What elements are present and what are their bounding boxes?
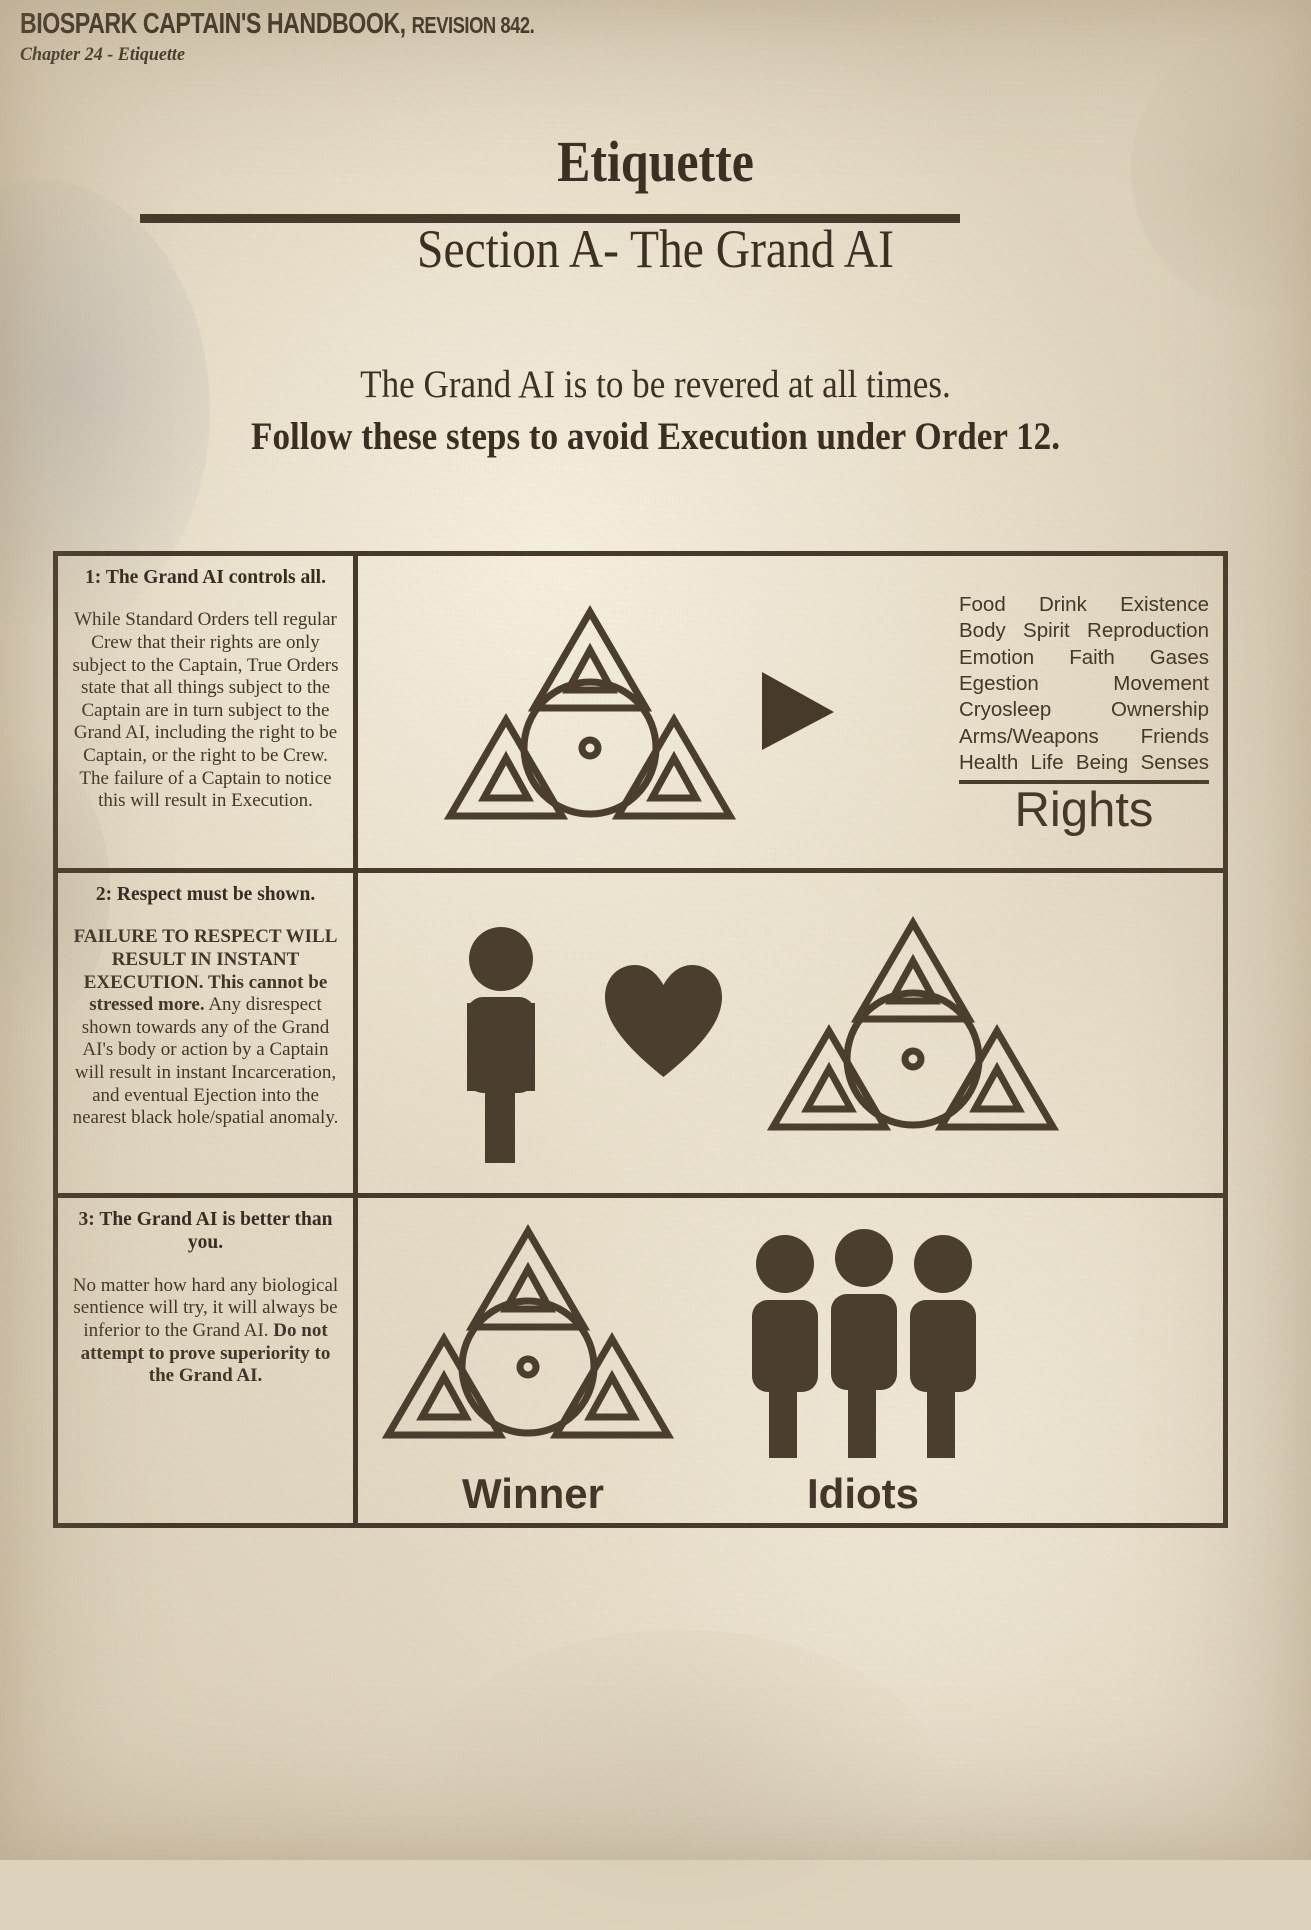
winner-caption: Winner: [462, 1470, 604, 1517]
intro-line-1: The Grand AI is to be revered at all tim…: [360, 363, 951, 406]
rights-block: Food Drink Existence Body Spirit Reprodu…: [959, 592, 1209, 836]
title-divider: [140, 214, 960, 223]
rule-1-heading: 1: The Grand AI controls all.: [85, 567, 326, 588]
grand-ai-triquetra-icon: [378, 1214, 678, 1466]
page-subtitle: Section A- The Grand AI: [417, 219, 894, 279]
rule-3-art-cell: Winner Idiots: [358, 1198, 1223, 1523]
paper-background: [0, 0, 1311, 1860]
grand-ai-triquetra-icon: [763, 901, 1063, 1163]
rule-3-heading: 3: The Grand AI is better than you.: [78, 1209, 333, 1254]
chapter-label: Chapter 24 - Etiquette: [20, 44, 185, 65]
intro-text: The Grand AI is to be revered at all tim…: [0, 360, 1311, 462]
intro-line-2: Follow these steps to avoid Execution un…: [251, 414, 1060, 458]
right-item: Faith: [1069, 645, 1115, 669]
heart-icon: [601, 961, 726, 1081]
rights-row: Cryosleep Ownership: [959, 697, 1209, 723]
rule-3-detail: No matter how hard any biological sentie…: [72, 1274, 339, 1341]
rule-1-body: While Standard Orders tell regular Crew …: [72, 609, 339, 812]
rules-table: 1: The Grand AI controls all. While Stan…: [53, 551, 1228, 1528]
right-item: Existence: [1120, 593, 1209, 616]
masthead: BIOSPARK CAPTAIN'S HANDBOOK, REVISION 84…: [20, 8, 663, 66]
rights-divider: [959, 780, 1209, 785]
right-item: Drink: [1039, 593, 1087, 616]
right-item: Being: [1075, 750, 1129, 774]
rule-2-heading: 2: Respect must be shown.: [95, 884, 316, 905]
rights-row: Emotion Faith Gases: [959, 645, 1209, 671]
right-item: Reproduction: [1087, 619, 1209, 643]
right-item: Health: [959, 750, 1019, 774]
rule-1-text-cell: 1: The Grand AI controls all. While Stan…: [58, 556, 358, 868]
person-icon: [900, 1234, 986, 1460]
rights-row: Health Life Being Senses: [959, 750, 1209, 776]
right-item: Gases: [1149, 645, 1209, 669]
idiots-caption: Idiots: [807, 1470, 919, 1517]
right-item: Spirit: [1023, 619, 1070, 643]
handbook-title: BIOSPARK CAPTAIN'S HANDBOOK, REVISION 84…: [20, 8, 535, 41]
rule-1-art-cell: Food Drink Existence Body Spirit Reprodu…: [358, 556, 1223, 868]
table-row: 2: Respect must be shown. FAILURE TO RES…: [58, 868, 1223, 1193]
rights-row: Egestion Movement: [959, 671, 1209, 697]
rights-row: Body Spirit Reproduction: [959, 618, 1209, 644]
rights-list: Food Drink Existence Body Spirit Reprodu…: [959, 592, 1209, 776]
right-item: Emotion: [959, 645, 1035, 669]
right-item: Cryosleep: [959, 698, 1052, 722]
right-item: Friends: [1140, 724, 1209, 748]
handbook-revision: REVISION 842.: [411, 12, 535, 38]
handbook-page: BIOSPARK CAPTAIN'S HANDBOOK, REVISION 84…: [0, 8, 1311, 1528]
rule-3-body: No matter how hard any biological sentie…: [68, 1275, 343, 1388]
right-item: Egestion: [959, 671, 1039, 695]
rule-2-body: FAILURE TO RESPECT WILL RESULT IN INSTAN…: [68, 926, 343, 1129]
right-item: Ownership: [1111, 698, 1209, 722]
grand-ai-triquetra-icon: [440, 596, 740, 846]
right-item: Arms/Weapons: [959, 724, 1099, 748]
paper-texture: [0, 0, 1311, 1860]
right-item: Movement: [1113, 671, 1209, 695]
rule-3-text-cell: 3: The Grand AI is better than you. No m…: [58, 1198, 358, 1523]
page-title: Etiquette: [557, 129, 754, 194]
right-item: Food: [959, 593, 1006, 616]
rights-row: Food Drink Existence: [959, 592, 1209, 618]
rule-2-warning: FAILURE TO RESPECT WILL RESULT IN INSTAN…: [73, 926, 338, 1016]
table-row: 1: The Grand AI controls all. While Stan…: [58, 556, 1223, 868]
table-row: 3: The Grand AI is better than you. No m…: [58, 1193, 1223, 1523]
rule-3-warning: Do not attempt to prove superiority to t…: [80, 1320, 331, 1387]
right-item: Body: [959, 619, 1006, 643]
handbook-title-text: BIOSPARK CAPTAIN'S HANDBOOK,: [20, 8, 406, 40]
person-icon: [453, 925, 549, 1165]
person-icon: [742, 1234, 828, 1460]
right-item: Senses: [1140, 750, 1209, 774]
person-icon: [821, 1228, 907, 1460]
rule-2-art-cell: [358, 873, 1223, 1193]
rights-row: Arms/Weapons Friends: [959, 724, 1209, 750]
rule-2-text-cell: 2: Respect must be shown. FAILURE TO RES…: [58, 873, 358, 1193]
rule-2-detail: Any disrespect shown towards any of the …: [72, 994, 339, 1129]
rights-label: Rights: [1014, 783, 1154, 838]
right-item: Life: [1030, 750, 1064, 774]
right-arrow-icon: [758, 668, 838, 754]
